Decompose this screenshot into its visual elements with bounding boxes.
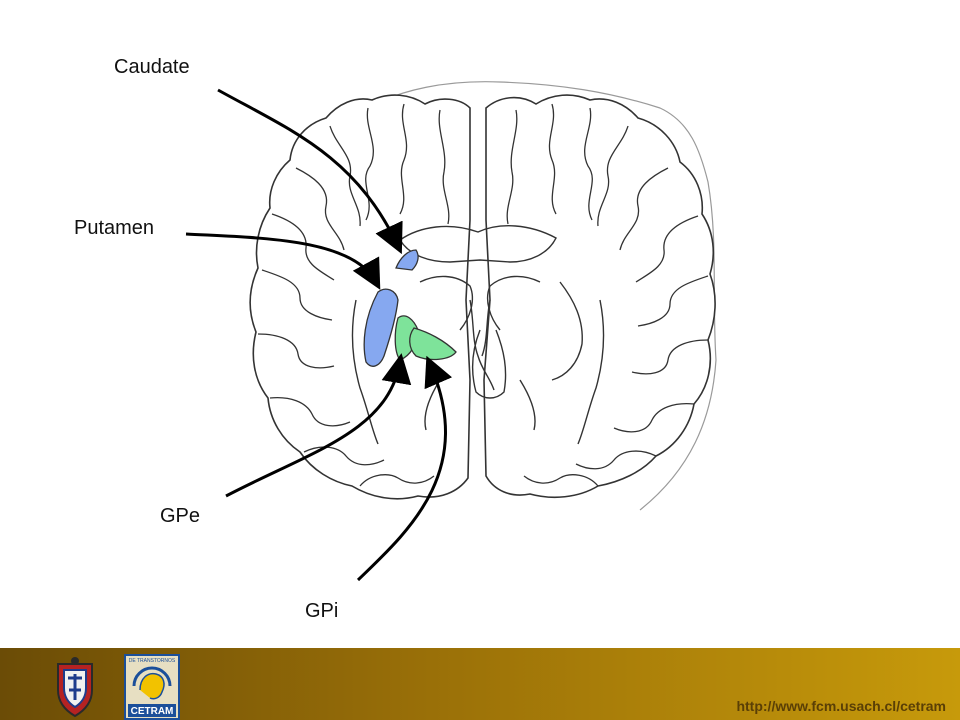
gpi-label: GPi [305,600,339,622]
footer-bar: CETRAM DE TRANSTORNOS http://www.fcm.usa… [0,648,960,720]
putamen-arrow [185,232,381,290]
pointer-arrows [185,88,453,582]
caudate-label: Caudate [114,56,190,78]
right-gyri [506,103,709,487]
gpi-arrow [356,355,453,582]
caudate-region [395,249,419,271]
caudate-arrow [217,88,403,255]
brain-shadow-outline [359,81,717,511]
deep-structures [351,225,605,445]
university-crest-logo [57,657,93,718]
putamen-label: Putamen [74,217,155,239]
brain-outline [249,94,716,500]
cetram-logo: CETRAM DE TRANSTORNOS [124,654,180,720]
cetram-logo-text: CETRAM [131,706,174,717]
footer-url-link[interactable]: http://www.fcm.usach.cl/cetram [736,698,946,714]
gpe-arrow [225,353,412,498]
cetram-logo-arc-text: DE TRANSTORNOS [129,658,176,664]
gpe-label: GPe [160,505,201,527]
